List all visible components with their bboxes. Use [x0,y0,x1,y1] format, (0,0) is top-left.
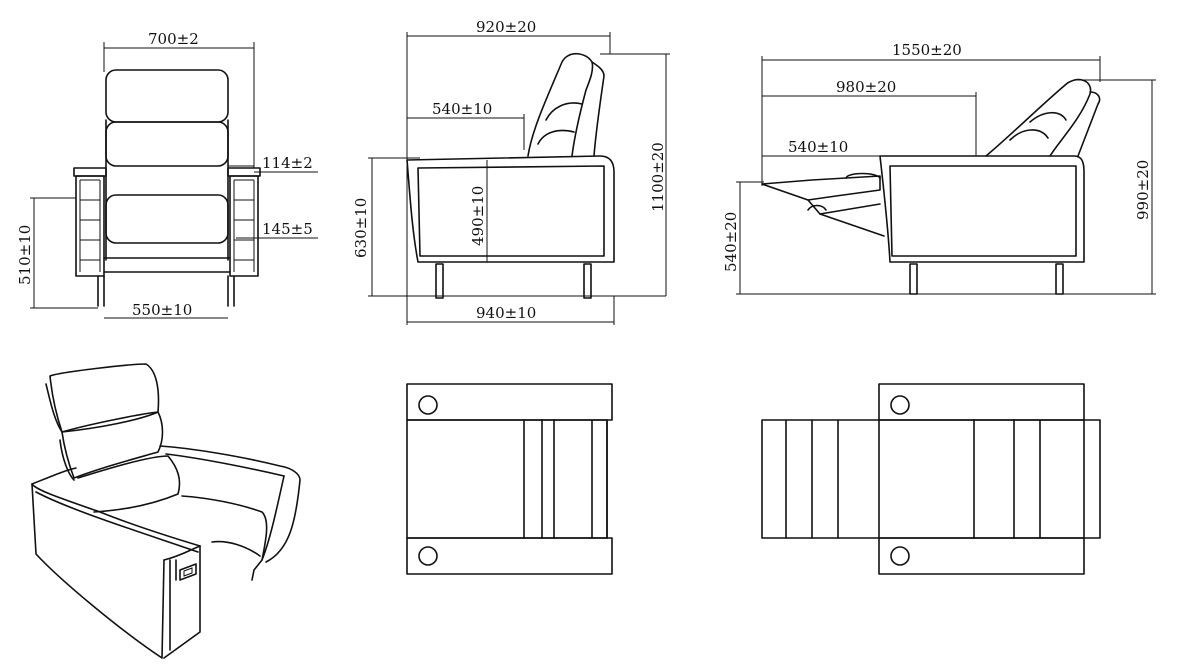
side-upright-depth: 920±20 [476,18,536,36]
front-view [30,42,318,319]
front-armrest-width: 114±2 [262,154,313,172]
reclined-height: 990±20 [1134,160,1152,220]
side-base-depth: 940±10 [476,304,536,322]
reclined-back-extension: 980±20 [836,78,896,96]
side-inner-height: 490±10 [469,186,487,246]
reclined-legrest-depth: 540±10 [788,138,848,156]
reclined-extended-depth: 1550±20 [892,41,962,59]
side-arm-height: 630±10 [352,198,370,258]
front-seat-width: 550±10 [132,301,192,319]
perspective-view [31,363,301,659]
front-seat-height: 510±10 [16,225,34,285]
front-overall-width: 700±2 [148,30,199,48]
top-view-upright [406,383,613,575]
side-view [368,32,670,325]
side-back-height: 1100±20 [649,142,667,212]
top-view-reclined [761,383,1101,575]
reclined-legrest-height: 540±20 [722,212,740,272]
front-arm-depth: 145±5 [262,220,313,238]
side-seat-depth: 540±10 [432,100,492,118]
reclined-view [736,56,1156,295]
